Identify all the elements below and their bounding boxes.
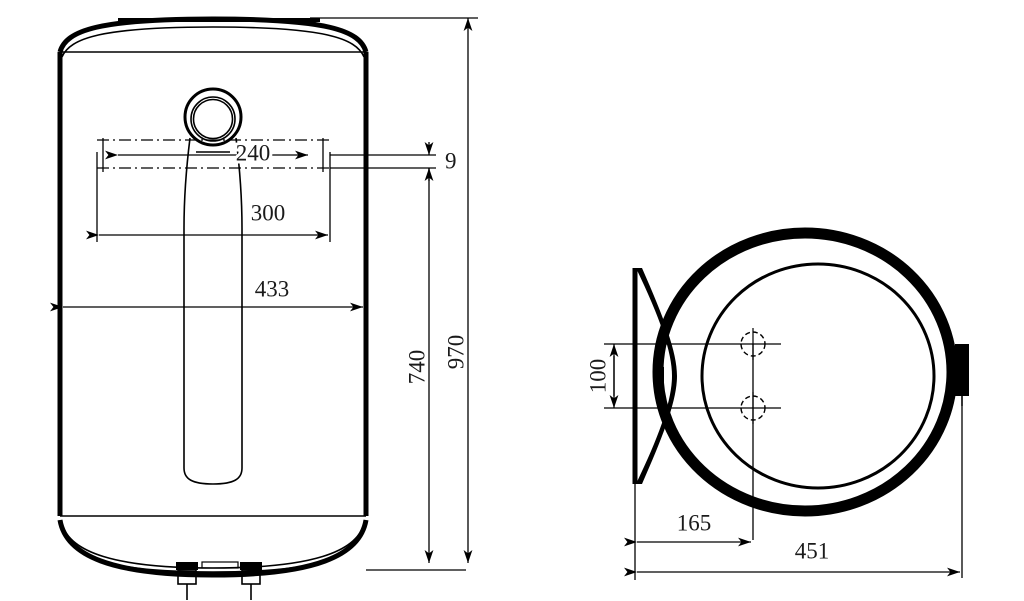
dim-970-group: 970 bbox=[310, 17, 478, 563]
dim-165-label: 165 bbox=[677, 510, 712, 535]
dim-970-label: 970 bbox=[443, 335, 468, 370]
wall-bracket bbox=[632, 268, 677, 484]
dim-100-label: 100 bbox=[585, 359, 610, 394]
dim-9-group: 9 bbox=[330, 142, 457, 181]
tank-inner-circle bbox=[700, 262, 936, 490]
front-view-group: 240 300 433 9 bbox=[50, 16, 478, 600]
dim-300-group: 300 bbox=[86, 152, 331, 242]
tank-body bbox=[57, 52, 369, 517]
dim-740-group: 740 bbox=[366, 168, 466, 571]
tank-top-cap bbox=[57, 16, 369, 58]
dim-165-group: 165 bbox=[624, 484, 751, 580]
dim-451-group: 451 bbox=[624, 406, 963, 578]
tank-bottom-cap bbox=[57, 519, 369, 578]
side-tab bbox=[955, 344, 969, 406]
dim-100-group: 100 bbox=[585, 344, 619, 408]
dim-240-group: 240 bbox=[102, 137, 324, 172]
dim-300-label: 300 bbox=[251, 200, 286, 225]
dim-433-label: 433 bbox=[255, 276, 290, 301]
dim-433-group: 433 bbox=[50, 276, 363, 312]
flange-nut bbox=[183, 87, 243, 147]
side-view-extension-lines bbox=[604, 343, 781, 540]
dim-240-label: 240 bbox=[236, 140, 271, 165]
dim-451-label: 451 bbox=[795, 538, 830, 563]
side-view-group: 100 165 451 bbox=[585, 227, 969, 580]
dim-740-label: 740 bbox=[404, 350, 429, 385]
front-view-centerlines bbox=[97, 139, 330, 169]
bottom-fittings bbox=[176, 561, 262, 600]
dim-9-label: 9 bbox=[445, 148, 457, 173]
heating-element bbox=[183, 137, 243, 485]
